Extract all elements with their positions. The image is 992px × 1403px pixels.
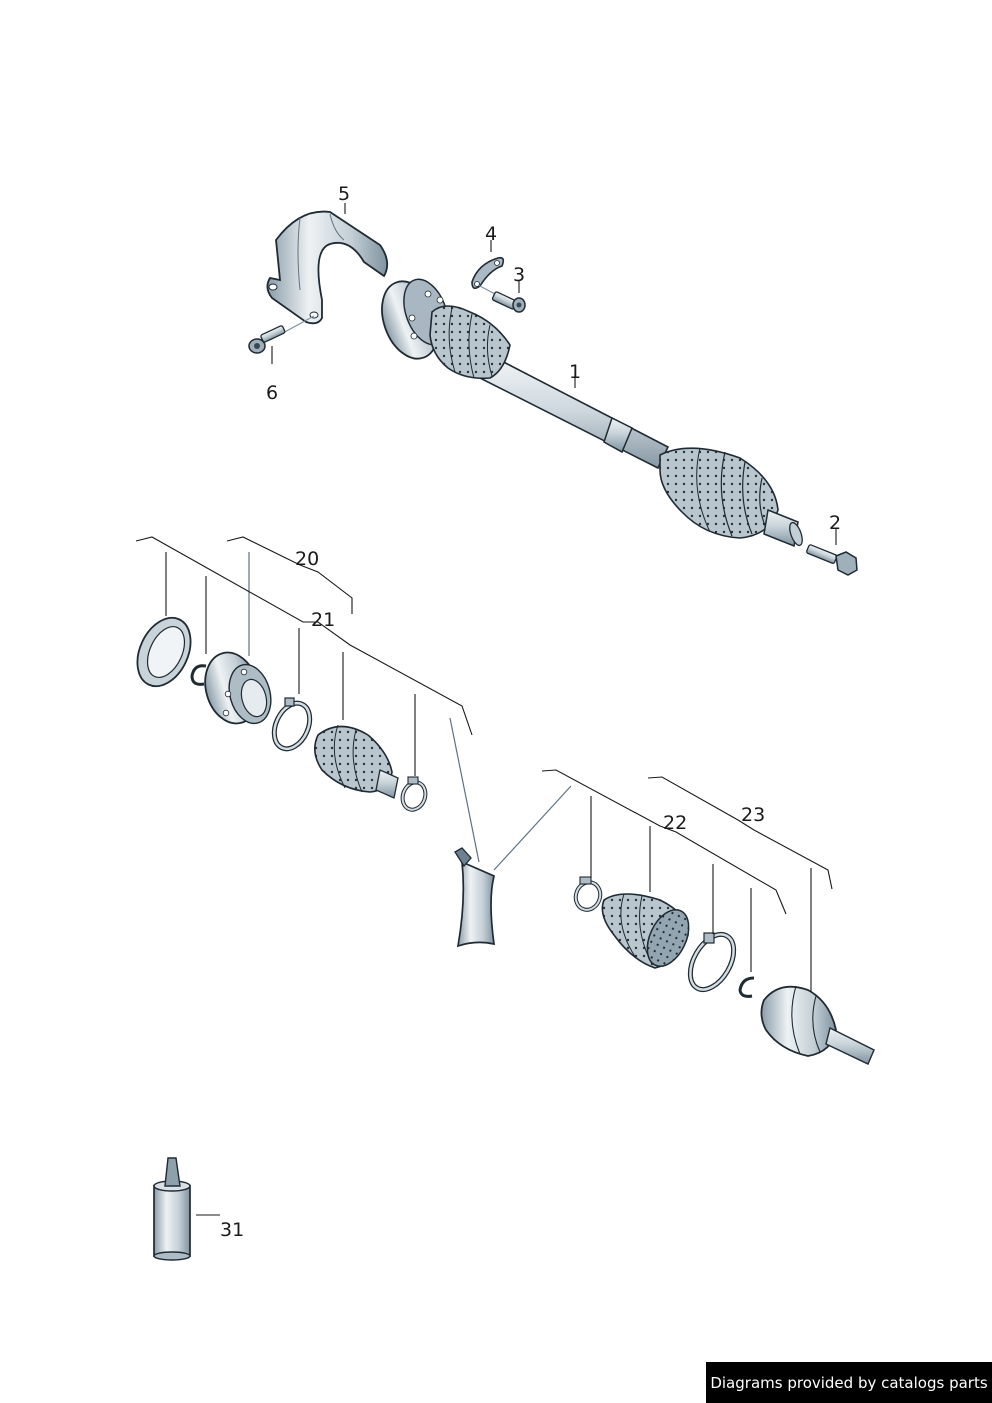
outer-clamp-large-part[interactable] (681, 927, 742, 997)
assembly-line (477, 284, 498, 296)
callout-22[interactable]: 22 (663, 812, 687, 834)
callout-23[interactable]: 23 (741, 804, 765, 826)
hose-clamp-small-part[interactable] (399, 776, 429, 813)
inner-cv-joint-part[interactable] (198, 646, 278, 729)
inner-boot-part[interactable] (314, 724, 399, 799)
outer-boot-part[interactable] (601, 893, 697, 973)
grease-tube-part[interactable] (454, 847, 496, 948)
callout-5[interactable]: 5 (338, 183, 350, 205)
callout-20[interactable]: 20 (295, 548, 319, 570)
callout-21[interactable]: 21 (311, 609, 335, 631)
callout-2[interactable]: 2 (829, 512, 841, 534)
outer-cv-joint-part[interactable] (760, 985, 875, 1065)
credit-banner: Diagrams provided by catalogs parts (706, 1362, 992, 1403)
hose-clamp-large-part[interactable] (267, 697, 316, 754)
credit-text: Diagrams provided by catalogs parts (710, 1373, 988, 1392)
drive-shaft-part[interactable] (372, 273, 805, 548)
bolt-2-part[interactable] (806, 544, 858, 576)
heat-shield-part[interactable] (266, 210, 389, 325)
callout-31[interactable]: 31 (220, 1219, 244, 1241)
lock-plate-part[interactable] (471, 256, 505, 290)
callout-3[interactable]: 3 (513, 264, 525, 286)
callout-numbers: 5 4 3 1 6 2 20 21 22 23 31 (220, 183, 841, 1241)
bolt-6-part[interactable] (248, 325, 286, 354)
bolt-3-part[interactable] (491, 291, 526, 313)
boot-seal-ring-part[interactable] (127, 609, 201, 695)
callout-1[interactable]: 1 (569, 361, 581, 383)
outer-circlip-part[interactable] (738, 976, 755, 998)
outer-clamp-small-part[interactable] (572, 876, 604, 913)
callout-4[interactable]: 4 (485, 223, 497, 245)
circlip-part[interactable] (190, 664, 207, 686)
grease-cartridge-part[interactable] (153, 1157, 191, 1261)
callout-6[interactable]: 6 (266, 382, 278, 404)
leader-lines (135, 203, 837, 1216)
